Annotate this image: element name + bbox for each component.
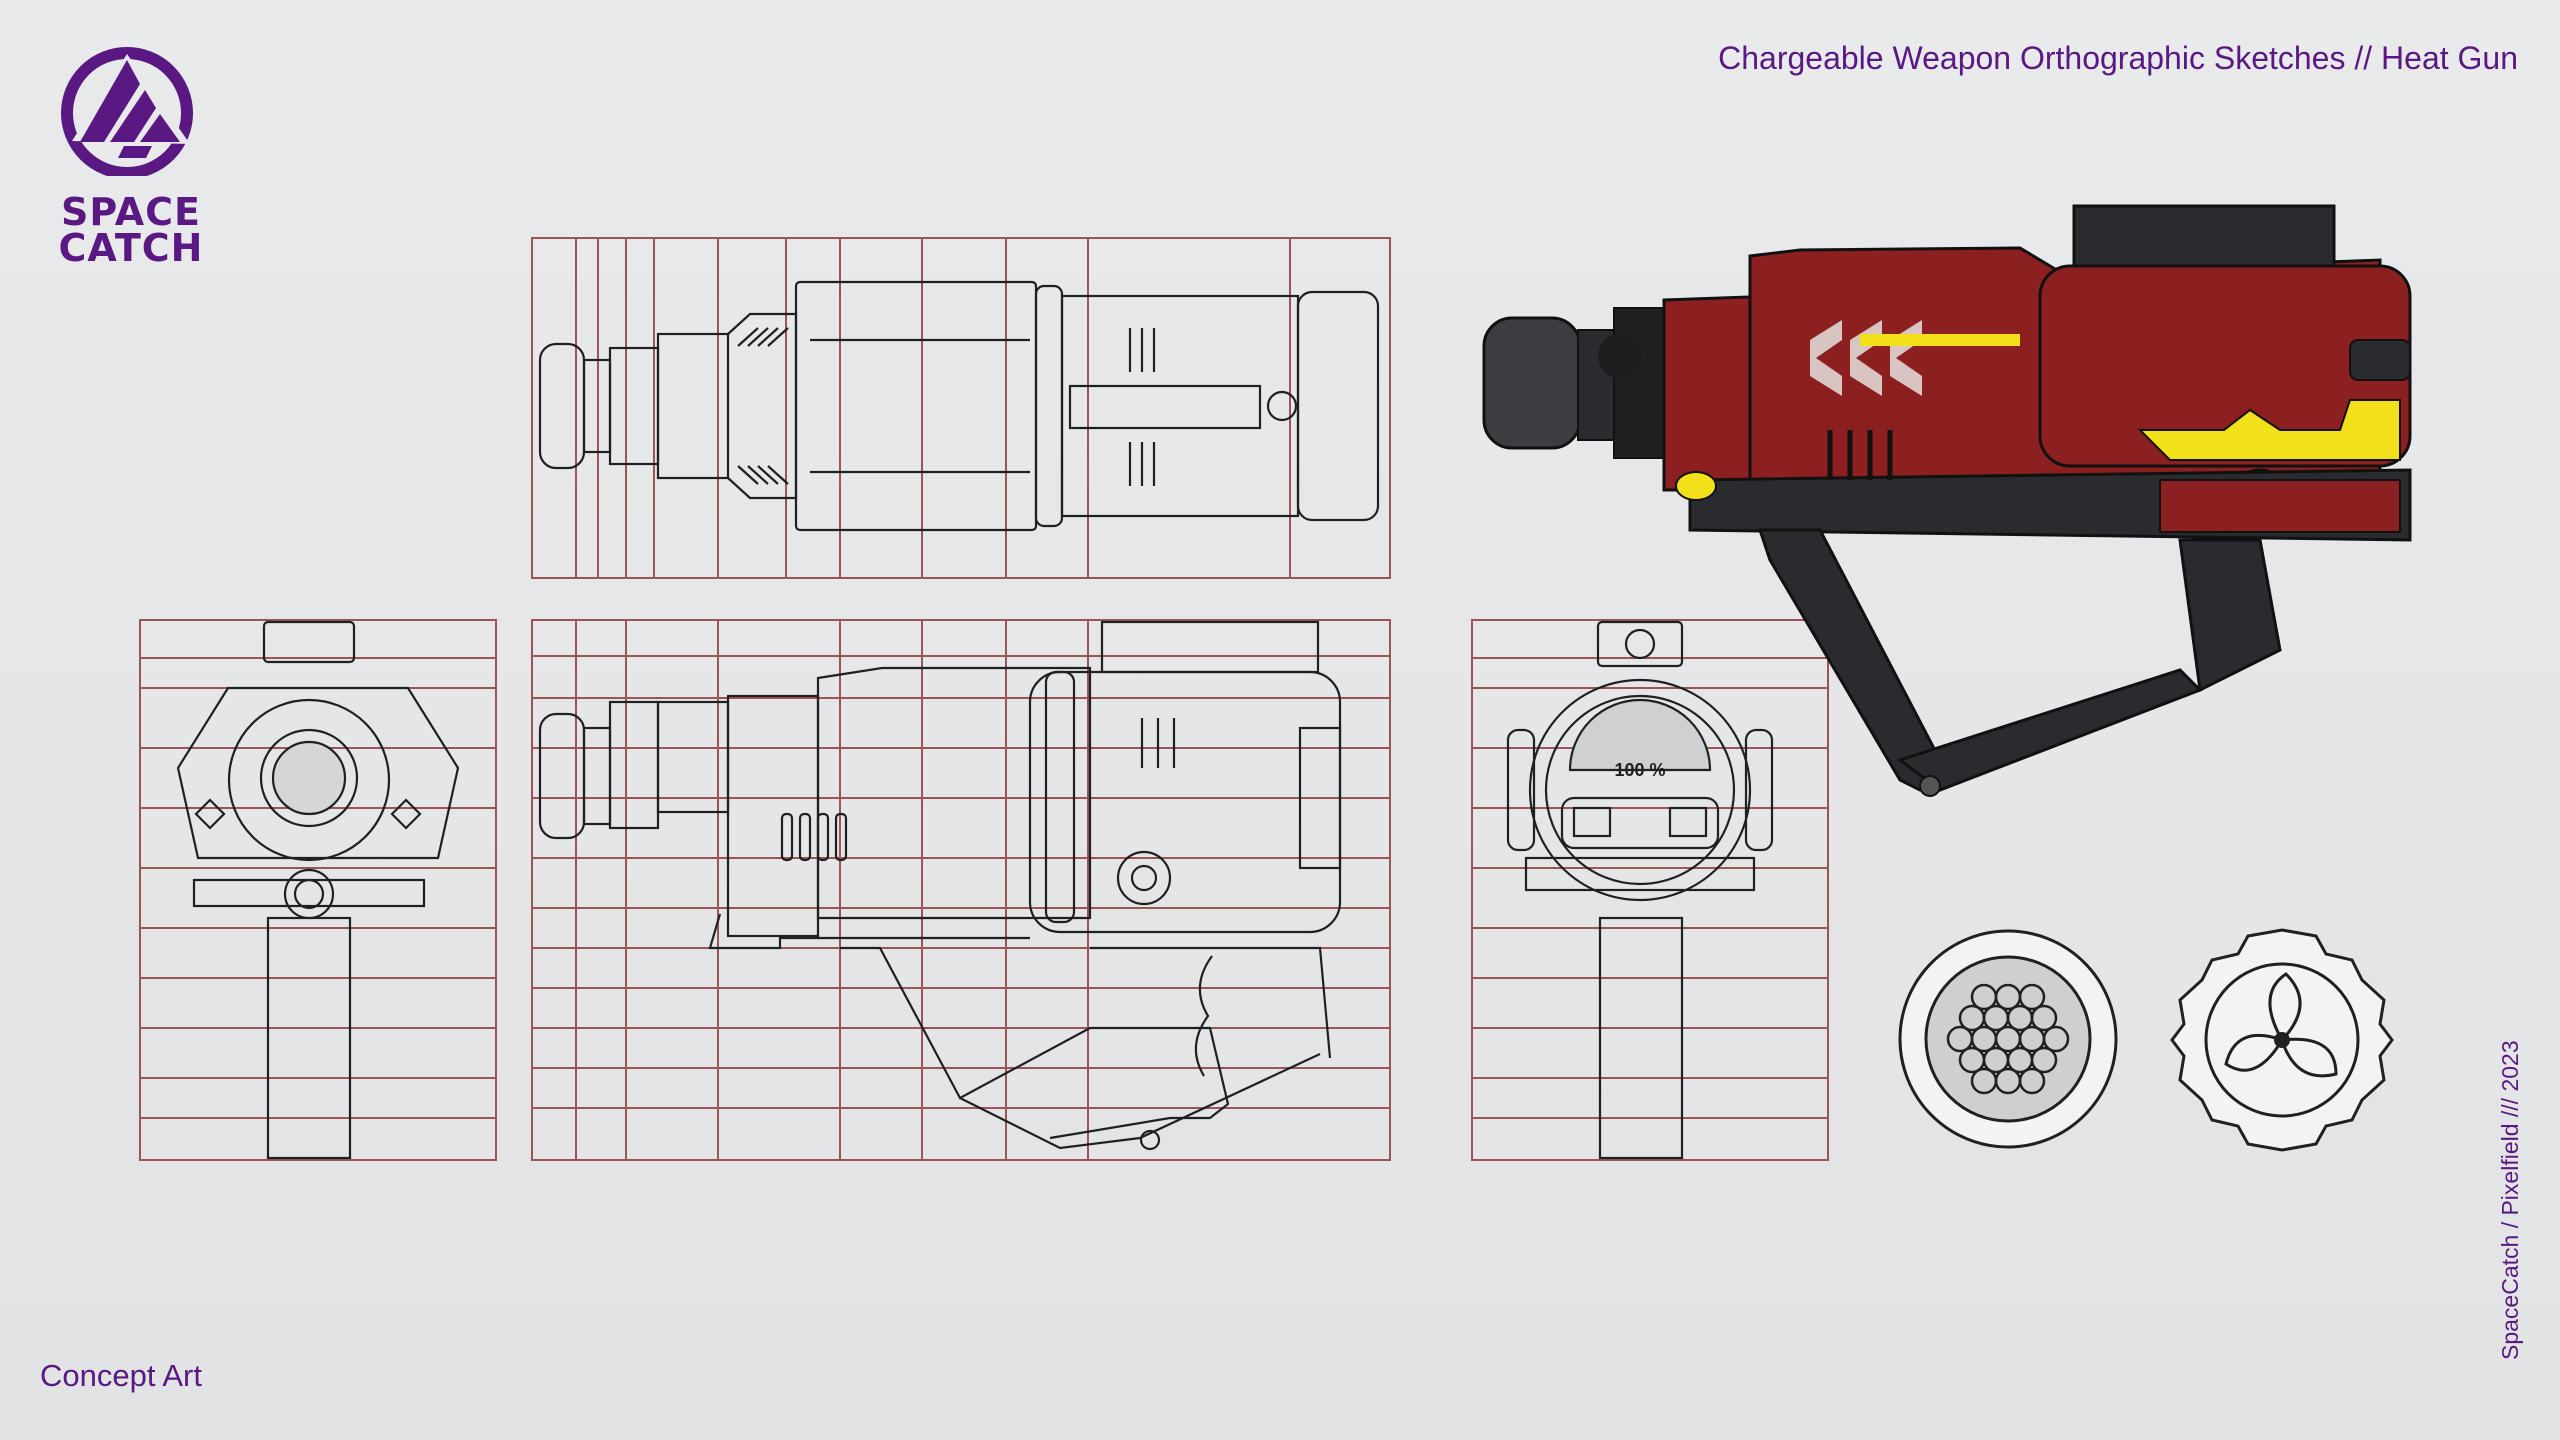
page-title: Chargeable Weapon Orthographic Sketches … (1718, 40, 2518, 76)
muzzle-cap (1482, 316, 1582, 450)
heat-gun-color-render (1482, 204, 2412, 797)
hex-pattern (1946, 983, 2070, 1095)
charge-gauge-readout: 100 % (1614, 760, 1665, 780)
brand-line-space: SPACE (61, 190, 201, 234)
front-view-weapon-lines (176, 620, 460, 1160)
fan-blades (2224, 972, 2338, 1078)
back-view-sketch: 100 % (1471, 619, 1829, 1161)
brand-line-catch: CATCH (58, 226, 204, 270)
back-view-guide-lines (1471, 619, 1829, 1161)
side-view-guide-lines (531, 619, 1391, 1161)
top-view-guide-lines (531, 237, 1391, 579)
side-view-sketch (531, 619, 1391, 1161)
stock-grip (1757, 528, 1953, 792)
side-view-weapon-lines (538, 620, 1342, 1151)
top-view-weapon-lines (538, 280, 1380, 532)
top-view-sketch (531, 237, 1391, 579)
space-catch-emblem-icon (61, 47, 193, 176)
back-view-weapon-lines (1506, 620, 1774, 1160)
hex-grille-detail (1898, 929, 2118, 1149)
side-vents (1827, 430, 1893, 480)
fan-emblem-detail (2170, 928, 2394, 1152)
front-view-sketch (139, 619, 497, 1161)
credit-line: SpaceCatch / Pixelfield /// 2023 (2497, 1040, 2523, 1360)
top-rail (2072, 204, 2336, 268)
space-catch-logo: SPACE CATCH (36, 46, 226, 276)
concept-art-label: Concept Art (40, 1358, 202, 1393)
